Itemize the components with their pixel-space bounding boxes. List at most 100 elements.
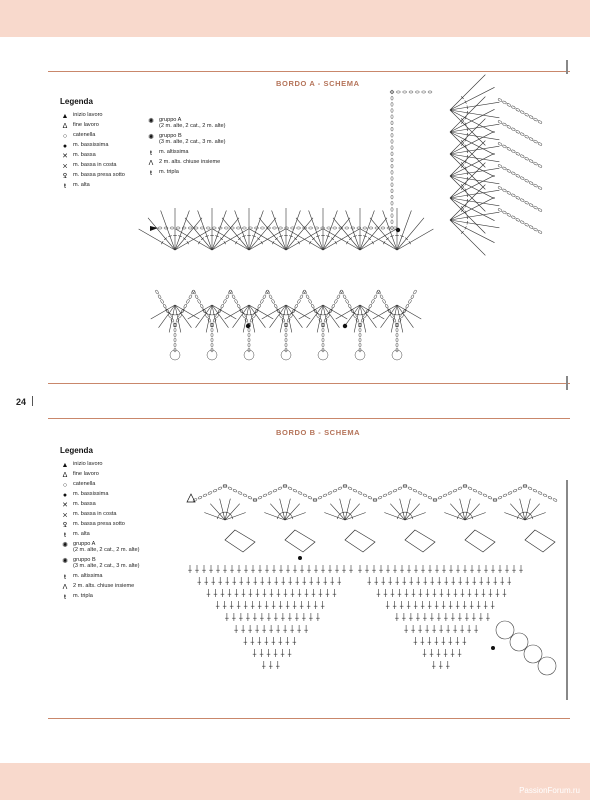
chain-stitch xyxy=(227,486,233,490)
stitch-bar xyxy=(223,240,226,245)
round-motif xyxy=(509,632,529,652)
double-crochet-stitch xyxy=(174,304,200,320)
chain-stitch xyxy=(302,226,307,230)
chain-stitch xyxy=(382,493,388,497)
legend-item-label: m. bassa presa sotto xyxy=(73,521,125,527)
stitch-bar xyxy=(464,144,467,148)
slip-stitch-dot xyxy=(395,227,401,233)
stitch-bar xyxy=(204,311,208,315)
legend-item: ▲inizio lavoro xyxy=(60,112,125,120)
chain-stitch xyxy=(529,115,534,119)
chain-stitch xyxy=(421,90,426,94)
chain-stitch xyxy=(395,322,399,328)
page-number-divider xyxy=(32,396,33,406)
double-crochet-stitch xyxy=(359,304,385,320)
stitch-bar xyxy=(221,511,225,514)
stitch-bar xyxy=(460,118,464,122)
double-crochet-stitch xyxy=(353,304,361,333)
double-crochet-stitch xyxy=(332,217,361,251)
double-crochet-stitch xyxy=(174,304,182,333)
stitch-bar xyxy=(396,515,399,520)
stitch-bar xyxy=(464,226,467,230)
chain-stitch xyxy=(342,294,347,299)
double-crochet-stitch xyxy=(219,498,226,521)
chain-stitch xyxy=(318,318,323,323)
stitch-bar xyxy=(464,122,467,126)
treble-crochet-icon: ŧ xyxy=(64,574,66,582)
stitch-bar xyxy=(219,237,224,241)
stitch-bar xyxy=(293,237,298,241)
legend-item-label: gruppo B (3 m. alte, 2 cat., 3 m. alte) xyxy=(73,557,140,569)
stitch-bar xyxy=(175,313,179,316)
legend-item-label: m. bassa in costa xyxy=(73,162,117,168)
chain-stitch xyxy=(223,299,227,304)
stitch-bar xyxy=(383,240,386,245)
stitch-bar xyxy=(525,511,529,514)
double-crochet-stitch xyxy=(464,512,486,521)
chain-stitch xyxy=(382,299,386,304)
group-b-icon: ✺ xyxy=(148,134,154,142)
legend-item-label: 2 m. alts. chiuse insieme xyxy=(73,583,135,590)
double-crochet-stitch xyxy=(404,498,411,521)
double-crochet-stitch xyxy=(510,503,526,521)
stitch-bar xyxy=(398,512,402,516)
double-crochet-stitch xyxy=(234,210,250,251)
chain-stitch xyxy=(252,313,256,318)
double-crochet-stitch xyxy=(449,175,495,199)
chain-stitch xyxy=(442,493,448,497)
picot-loop xyxy=(391,349,403,361)
chain-stitch xyxy=(157,294,162,299)
stitch-bar xyxy=(360,313,364,316)
double-crochet-stitch xyxy=(359,228,397,251)
double-crochet-stitch xyxy=(279,498,286,521)
chain-stitch xyxy=(163,304,167,309)
legend-item-label: catenella xyxy=(73,481,96,487)
chain-stitch xyxy=(234,299,238,304)
chain-stitch xyxy=(533,161,538,166)
stitch-bar xyxy=(341,511,345,514)
single-crochet-under-icon: Ꝿ xyxy=(62,522,68,529)
double-crochet-stitch xyxy=(330,503,346,521)
legend-item: ⨯m. bassa in costa xyxy=(60,511,140,519)
stitch-bar xyxy=(460,96,464,100)
chain-stitch xyxy=(207,491,213,495)
double-crochet-stitch xyxy=(285,228,323,251)
chain-stitch xyxy=(231,294,236,299)
legend-item: ⨯m. bassa in costa xyxy=(60,162,125,170)
stitch-bar xyxy=(528,512,532,516)
double-crochet-stitch xyxy=(322,304,348,320)
stitch-bar xyxy=(235,240,238,245)
chain-stitch xyxy=(377,289,381,295)
double-crochet-stitch xyxy=(285,304,303,328)
chain-stitch xyxy=(317,496,323,500)
single-crochet-under-icon: Ꝿ xyxy=(62,173,68,180)
stitch-bar xyxy=(182,308,185,312)
chain-stitch xyxy=(380,226,386,230)
double-crochet-stitch xyxy=(284,503,300,521)
stitch-bar xyxy=(466,127,468,132)
round-motif xyxy=(495,620,515,640)
stitch-bar xyxy=(276,308,279,312)
stitch-bar xyxy=(464,116,467,120)
chain-stitch xyxy=(163,226,169,230)
chain-stitch xyxy=(524,179,529,183)
stitch-bar xyxy=(274,237,279,241)
stitch-bar xyxy=(330,237,335,241)
double-crochet-icon: ŧ xyxy=(64,183,66,190)
double-crochet-stitch xyxy=(449,131,495,155)
chain-stitch xyxy=(390,213,394,218)
chain-stitch xyxy=(321,322,325,328)
chain-icon: ○ xyxy=(62,133,68,140)
stitch-bar xyxy=(241,311,245,315)
double-crochet-stitch xyxy=(449,87,495,111)
double-crochet-stitch xyxy=(242,304,250,333)
chain-stitch xyxy=(296,226,301,230)
stitch-bar xyxy=(460,140,464,144)
chain-stitch xyxy=(211,226,217,230)
chain-stitch xyxy=(537,491,543,495)
chain-stitch xyxy=(390,120,394,126)
stitch-bar xyxy=(179,311,183,315)
stitch-bar xyxy=(208,313,212,316)
